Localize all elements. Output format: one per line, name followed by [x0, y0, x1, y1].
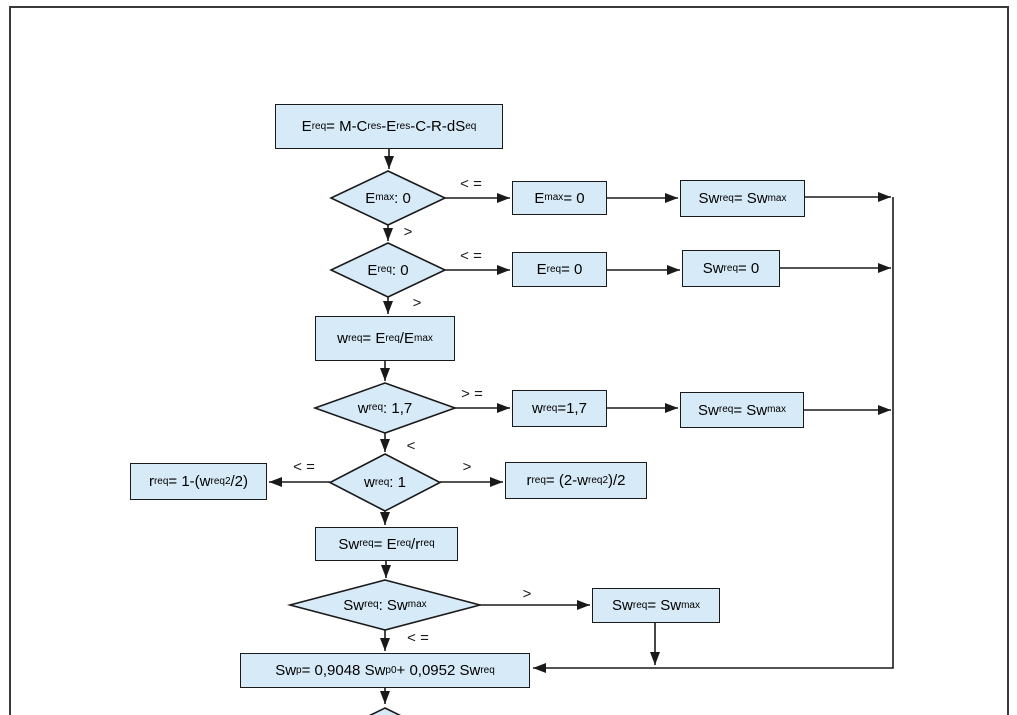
- label-wreq17-ge: > =: [461, 385, 483, 403]
- label-ereq-le: < =: [460, 247, 482, 265]
- label-wreq1-gt: >: [462, 458, 472, 476]
- label-ereq-gt: >: [412, 294, 422, 312]
- label-wreq1-le: < =: [293, 458, 315, 476]
- label-emax-gt: >: [403, 223, 413, 241]
- edge-right-rail-to-swp: [533, 197, 894, 673]
- decision-bottom-cutoff: [330, 708, 440, 715]
- label-wreq17-lt: <: [406, 437, 416, 455]
- label-emax-le: < =: [460, 175, 482, 193]
- decision-wreq-vs-1point7-shape: [312, 382, 458, 434]
- decision-bottom-cutoff-shape: [368, 707, 402, 715]
- label-swreq-le: < =: [407, 629, 429, 647]
- decision-emax-vs-0-shape: [329, 170, 447, 226]
- label-swreq-gt: >: [522, 585, 532, 603]
- decision-swreq-vs-swmax-shape: [286, 579, 484, 631]
- page-frame: [9, 6, 1009, 715]
- decision-wreq-vs-1-shape: [328, 453, 442, 512]
- decision-ereq-vs-0-shape: [329, 242, 447, 298]
